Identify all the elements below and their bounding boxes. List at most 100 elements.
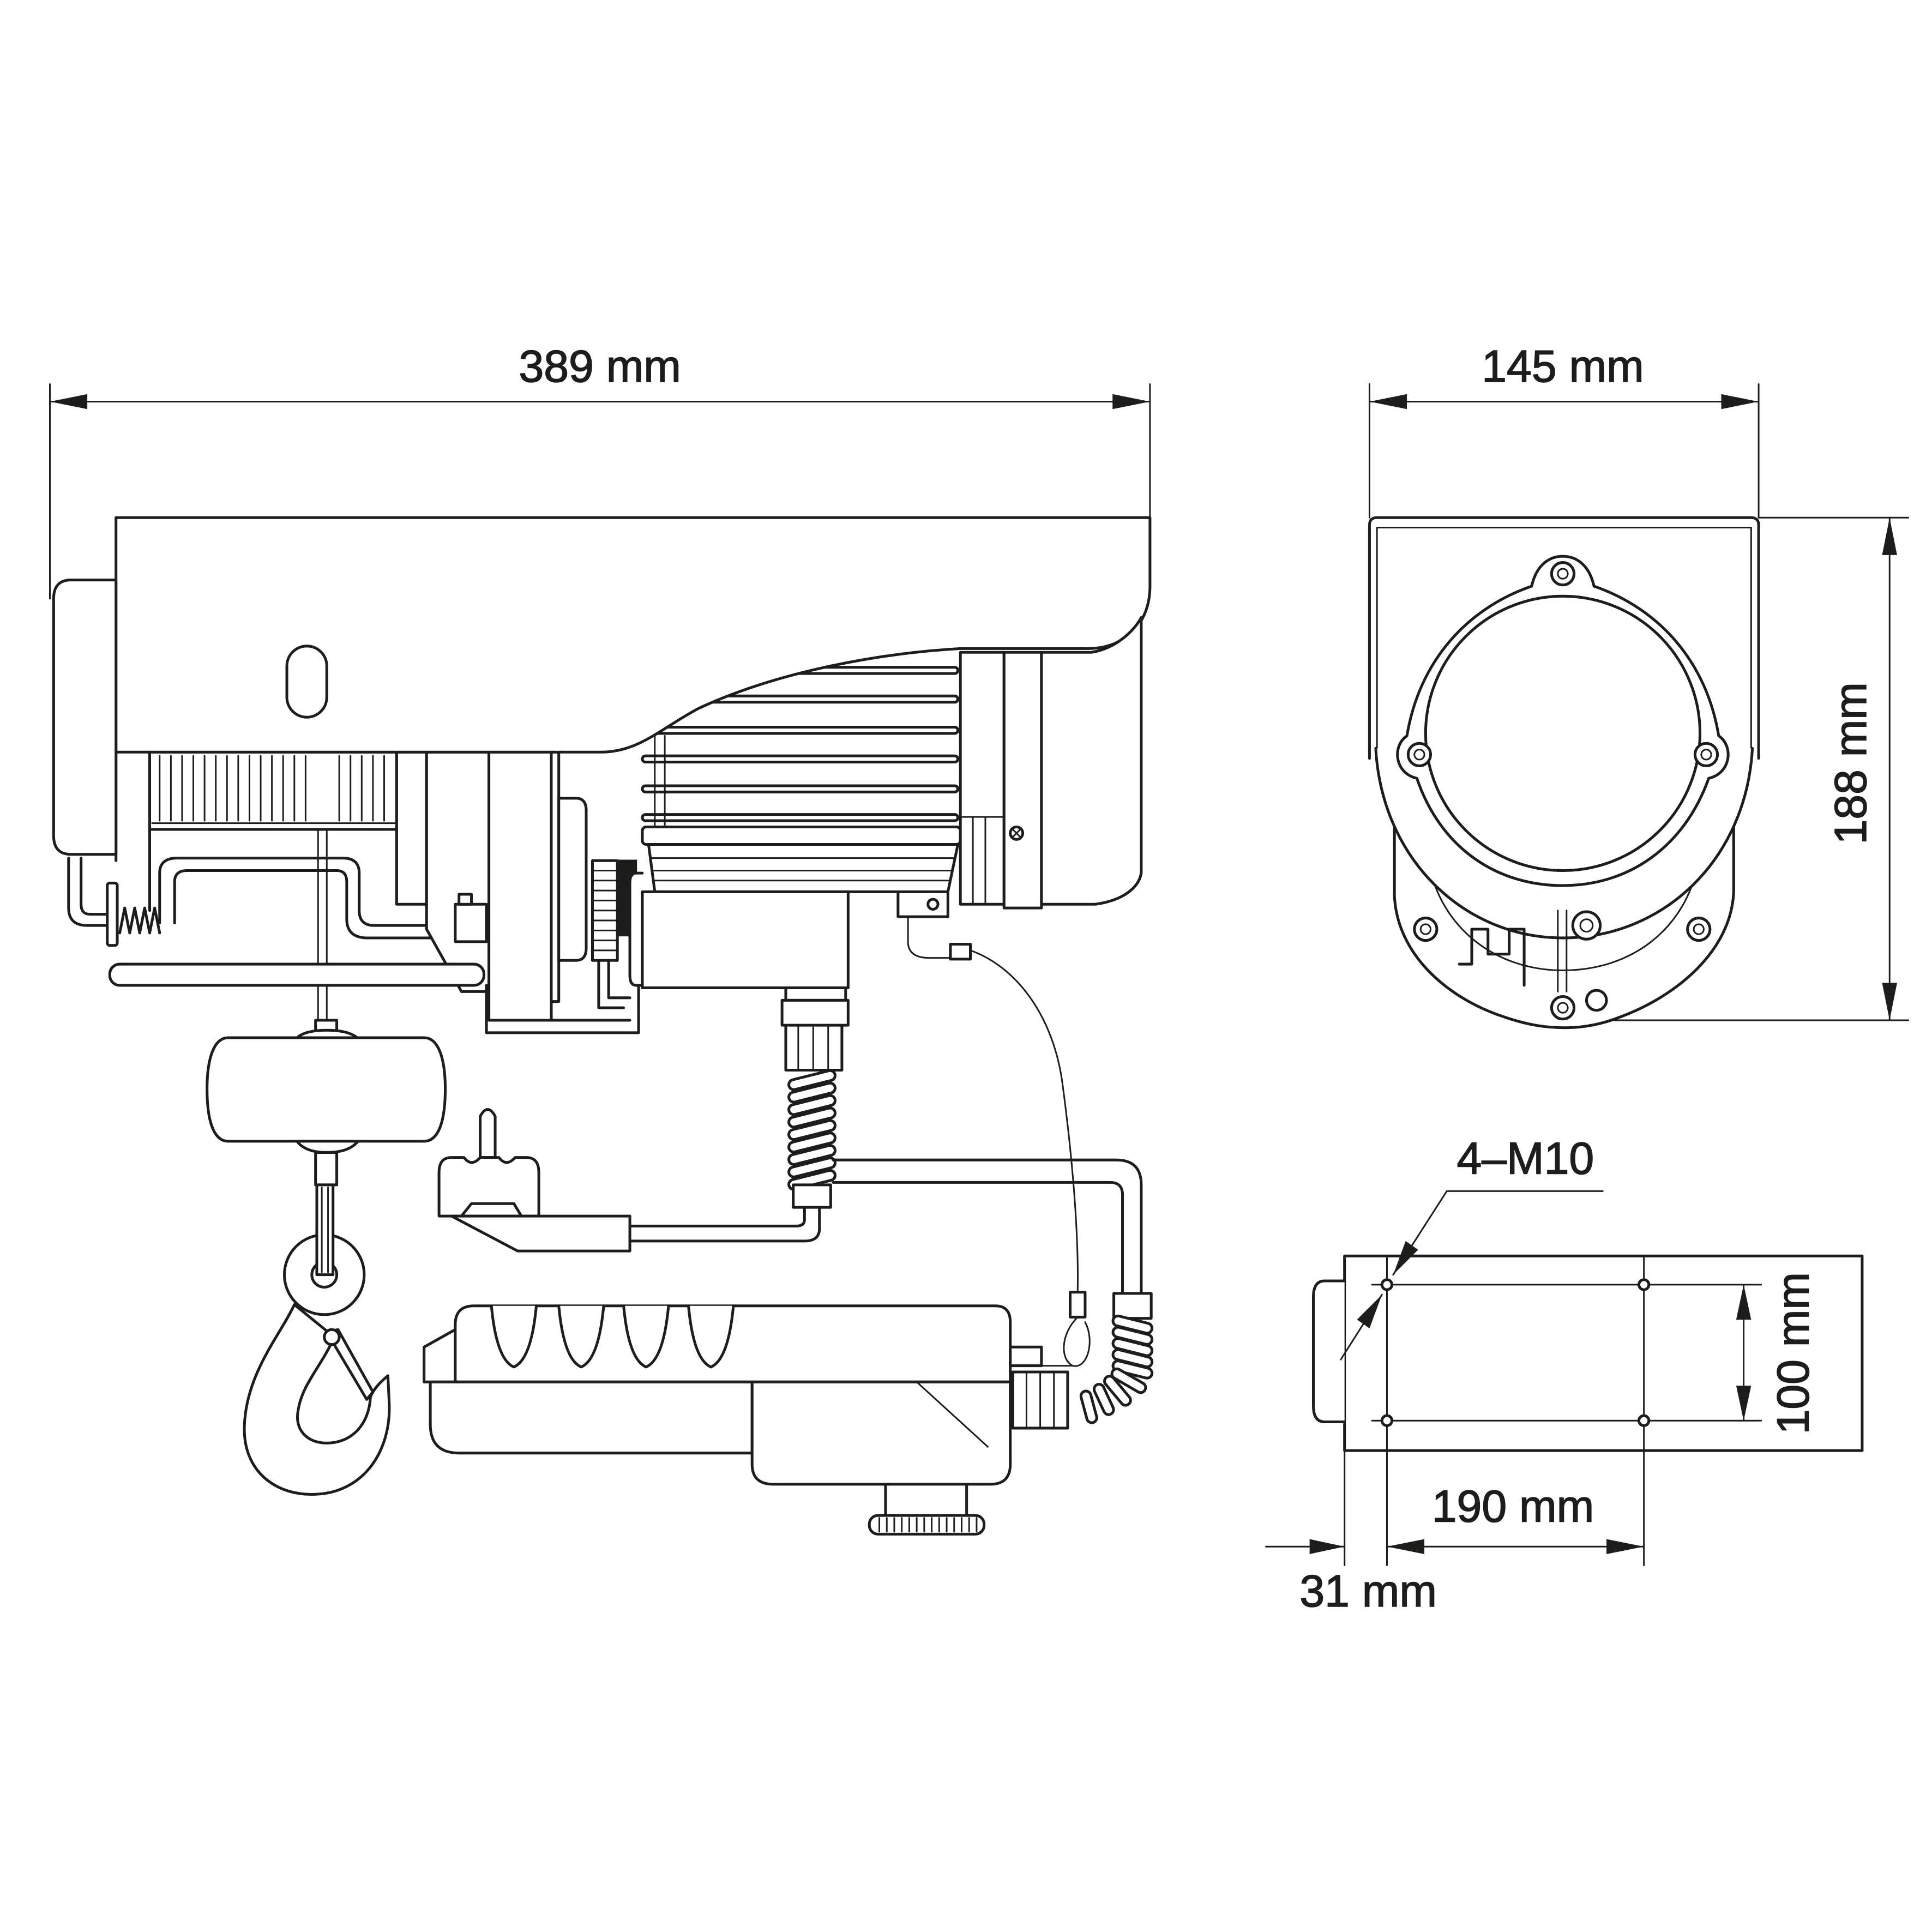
hole-bottom [1550, 995, 1576, 1021]
pendant-lower-body [429, 1380, 754, 1455]
gear-box-bottom [485, 946, 640, 1034]
hole-right [1686, 916, 1712, 942]
limit-spring [118, 906, 161, 935]
power-cable [628, 1206, 821, 1243]
pendant-spring [1079, 1314, 1154, 1424]
cable-gland-top [784, 986, 847, 1002]
motor-collar [1002, 651, 1043, 910]
motor-base-plate [641, 825, 962, 846]
brake-disc [557, 797, 588, 962]
arrowhead-bottom [1882, 983, 1897, 1020]
pendant-spring-coil [1110, 1367, 1147, 1394]
pendant-spring-coil [1092, 1383, 1115, 1416]
arrowhead-right [1112, 394, 1150, 410]
plan-end-cap [1311, 1279, 1346, 1424]
hole-bottom-right [1585, 989, 1608, 1012]
callout-arrowhead-top [1393, 1241, 1418, 1275]
end-view-gear-housing-inner [1427, 859, 1700, 971]
hook-block-lower-rod [314, 1151, 339, 1187]
gear-housing-left [425, 750, 491, 993]
pendant-nose [423, 1328, 457, 1383]
hoist-front-view [52, 516, 1154, 1536]
hole-spacing-horizontal-label: 190 mm [1432, 1481, 1594, 1531]
pendant-grip-edge [916, 1381, 989, 1448]
arrowhead-top [1736, 1284, 1752, 1320]
plug-head [437, 1156, 540, 1218]
cable-spring-coil [787, 1144, 836, 1166]
side-height-label: 188 mm [1826, 682, 1876, 844]
hole-offset-label: 31 mm [1299, 1566, 1437, 1616]
pendant-knob [884, 1483, 968, 1517]
dimension-hole-spacing-horizontal: 190 mm [1386, 1481, 1645, 1554]
motor-fin [641, 754, 960, 764]
pendant-cable-gland-lines [1025, 1371, 1055, 1429]
pendant-control [423, 1304, 1069, 1536]
pendant-button-4 [687, 1304, 735, 1369]
plan-base-plate [1343, 1254, 1864, 1452]
cable-splitter [792, 1183, 832, 1209]
hook-block [206, 1019, 447, 1496]
rope-drum-coils [151, 755, 398, 824]
motor-band [959, 651, 1006, 906]
mount-hole-callout: 4–M10 [1340, 1133, 1604, 1361]
cable-spring-coil [787, 1069, 836, 1091]
hole-right-inner [1693, 923, 1705, 935]
limit-bar [108, 962, 485, 987]
pendant-button-down [557, 1304, 605, 1369]
limit-rod [158, 857, 453, 940]
hook-shank [315, 1183, 335, 1277]
plug-prong [479, 1108, 497, 1159]
cable-spring-coil [787, 1119, 836, 1141]
signal-wire-loop [1037, 1316, 1091, 1367]
housing-slot [285, 645, 328, 719]
motor-fin [641, 784, 960, 793]
motor-band-lines [959, 816, 1005, 905]
end-view-motor-circle [1424, 594, 1702, 872]
arrowhead-left [1369, 394, 1407, 410]
mount-holes-label: 4–M10 [1456, 1133, 1594, 1183]
pendant-button-3 [622, 1304, 670, 1369]
flange-hole-left [1406, 742, 1433, 767]
motor-base-skirt [647, 842, 960, 893]
limit-washer [106, 881, 119, 947]
dimension-overall-length: 389 mm [49, 341, 1151, 600]
pendant-cable-connector-small [1009, 1345, 1043, 1368]
cable-gland-nut-lines [797, 1024, 829, 1071]
end-view [1368, 516, 1760, 1030]
arrowhead-left [1387, 1539, 1425, 1554]
flange-hole-top [1550, 561, 1576, 587]
dimension-hole-offset: 31 mm [1265, 1539, 1437, 1617]
flange-hole-right-inner [1700, 749, 1712, 761]
dimension-side-height: 188 mm [1573, 516, 1910, 1021]
pendant-spring-collar [1112, 1292, 1153, 1320]
pulley-bottom-cap [295, 1140, 359, 1154]
drum-flange [395, 750, 428, 906]
hook-latch-pivot [323, 1328, 341, 1346]
flange-hole-right [1693, 742, 1719, 767]
plug-flange [460, 1202, 523, 1218]
signal-wire-terminal [1068, 1291, 1087, 1319]
mounting-plan-view: 4–M10 100 mm 190 mm 31 mm [1265, 1133, 1864, 1617]
mount-hole [1380, 1278, 1394, 1291]
motor-fin-root [654, 735, 666, 830]
dimension-hole-spacing-vertical: 100 mm [1736, 1272, 1819, 1435]
brake-spring-hatch [591, 870, 618, 952]
housing-end-cap [52, 579, 118, 856]
cable-spring-coil [787, 1131, 836, 1154]
hole-center [1571, 910, 1602, 941]
end-view-bracket [1458, 928, 1526, 987]
end-view-lower-holes [1413, 910, 1712, 1021]
pendant-grip-body [750, 1380, 1012, 1486]
pendant-spring-coil [1111, 1359, 1154, 1380]
mount-hole [1637, 1414, 1651, 1427]
end-view-housing-inner [1376, 527, 1752, 753]
motor-base-skirt-lines [651, 857, 955, 882]
pendant-knob-knurl [878, 1517, 978, 1533]
end-view-shaft [1557, 910, 1568, 992]
arrowhead-right [1606, 1539, 1644, 1554]
cable-spring-coil [787, 1106, 836, 1129]
pendant-spring-coil [1079, 1389, 1098, 1424]
motor-fin [641, 725, 960, 735]
hole-bottom-inner [1557, 1002, 1569, 1014]
hook-body [243, 1303, 391, 1496]
